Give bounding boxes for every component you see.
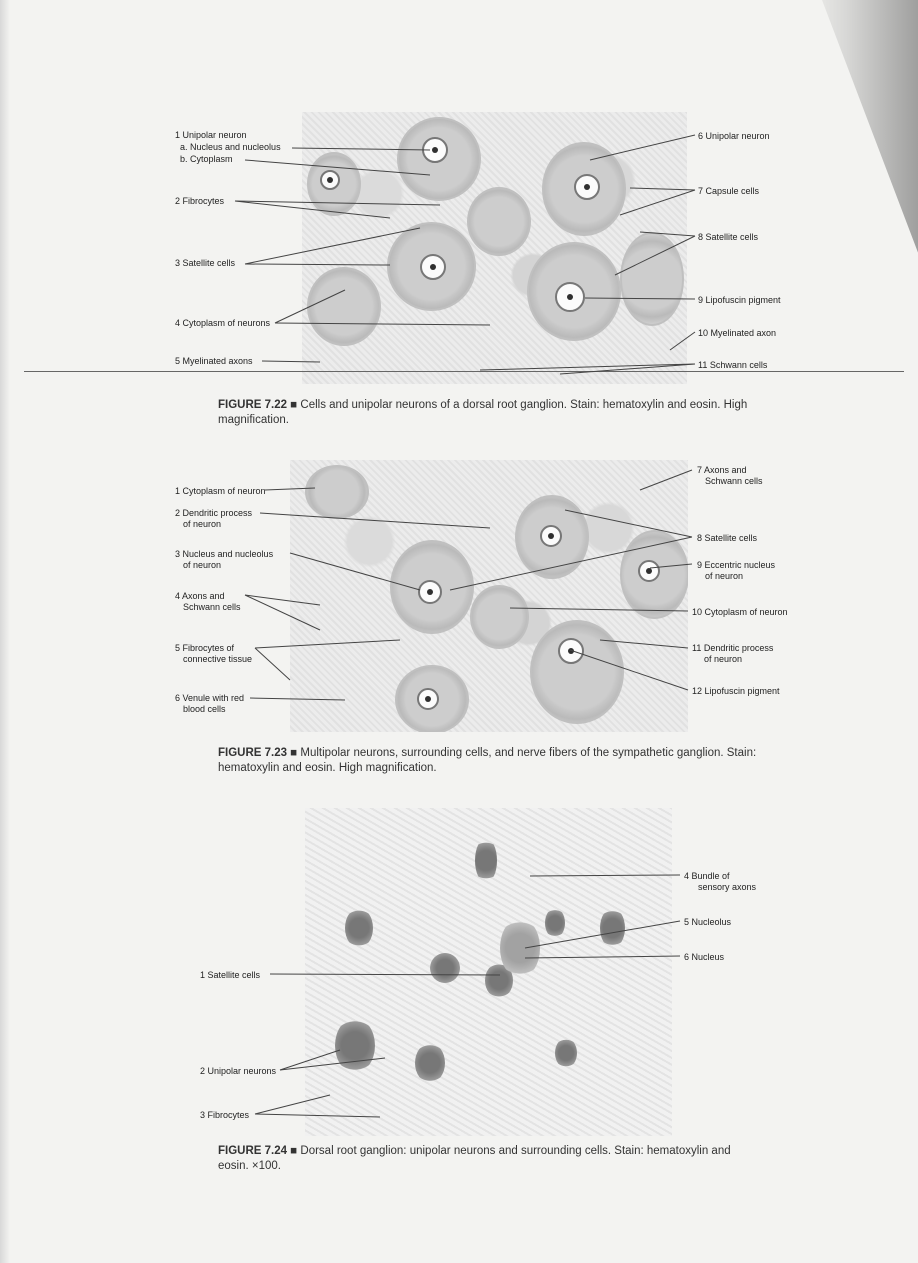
fig24-label-1: 1 Satellite cells [200, 970, 261, 980]
horizontal-rule [24, 371, 904, 372]
fig23-label-7-line1: 7 Axons and [697, 465, 747, 475]
fig22-caption-text: Cells and unipolar neurons of a dorsal r… [218, 399, 748, 426]
fig22-label-7: 7 Capsule cells [698, 186, 760, 196]
figure-7-22-micrograph [302, 112, 687, 384]
fig23-caption-text: Multipolar neurons, surrounding cells, a… [218, 747, 757, 774]
fig22-label-10: 10 Myelinated axon [698, 328, 777, 338]
fig23-label-12-line1: 12 Lipofuscin pigment [692, 686, 780, 696]
fig22-label-8: 8 Satellite cells [698, 232, 759, 242]
fig22-label-1: 1 Unipolar neuron [175, 130, 247, 140]
fig23-label-1-line1: 1 Cytoplasm of neuron [175, 486, 266, 496]
fig22-label-5: 5 Myelinated axons [175, 356, 253, 366]
fig22-label-4: 4 Cytoplasm of neurons [175, 318, 271, 328]
fig22-label-3: 3 Satellite cells [175, 258, 236, 268]
fig24-label-3: 3 Fibrocytes [200, 1110, 250, 1120]
fig23-label-11-line1: 11 Dendritic process [692, 643, 774, 653]
fig23-label-10: 10 Cytoplasm of neuron [692, 607, 788, 618]
fig23-label-3-line1: 3 Nucleus and nucleolus [175, 549, 274, 559]
fig23-label-3-line2: of neuron [183, 560, 222, 570]
fig22-label-1a: a. Nucleus and nucleolus [180, 142, 281, 152]
fig24-label-4-line1: 4 Bundle of [684, 871, 730, 881]
page-edge [0, 0, 10, 1263]
fig23-label-2-line2: of neuron [183, 519, 222, 529]
fig24-caption-text: Dorsal root ganglion: unipolar neurons a… [218, 1145, 731, 1172]
fig24-label-4-line2: sensory axons [698, 882, 757, 892]
figure-7-24-micrograph [305, 808, 672, 1136]
fig23-label-10-line1: 10 Cytoplasm of neuron [692, 607, 788, 617]
fig23-caption: FIGURE 7.23 ■ Multipolar neurons, surrou… [218, 746, 778, 776]
fig24-caption-number: FIGURE 7.24 [218, 1145, 288, 1157]
fig24-label-6-line1: 6 Nucleus [684, 952, 725, 962]
fig24-label-6: 6 Nucleus [684, 952, 724, 963]
fig24-caption-separator: ■ [290, 1145, 298, 1157]
fig23-label-1: 1 Cytoplasm of neuron [175, 486, 266, 497]
fig23-label-9-line2: of neuron [705, 571, 744, 581]
fig23-label-6-line1: 6 Venule with red [175, 693, 245, 703]
fig23-label-11-line2: of neuron [704, 654, 743, 664]
fig22-caption-separator: ■ [290, 399, 298, 411]
fig23-caption-number: FIGURE 7.23 [218, 747, 288, 759]
fig23-label-6-line2: blood cells [183, 704, 226, 714]
figure-7-23-micrograph [290, 460, 688, 732]
fig22-label-11: 11 Schwann cells [698, 360, 768, 370]
fig23-label-4-line1: 4 Axons and [175, 591, 225, 601]
fig22-label-9: 9 Lipofuscin pigment [698, 295, 781, 305]
fig23-label-5-line2: connective tissue [183, 654, 253, 664]
fig23-label-7-line2: Schwann cells [705, 476, 763, 486]
fig24-caption: FIGURE 7.24 ■ Dorsal root ganglion: unip… [218, 1144, 738, 1174]
fig23-label-12: 12 Lipofuscin pigment [692, 686, 780, 697]
fig22-label-2: 2 Fibrocytes [175, 196, 225, 206]
fig23-caption-separator: ■ [290, 747, 298, 759]
fig23-label-2-line1: 2 Dendritic process [175, 508, 253, 518]
fig23-label-8-line1: 8 Satellite cells [697, 533, 758, 543]
fig22-caption-number: FIGURE 7.22 [218, 399, 288, 411]
fig22-caption: FIGURE 7.22 ■ Cells and unipolar neurons… [218, 398, 778, 428]
fig23-label-9-line1: 9 Eccentric nucleus [697, 560, 776, 570]
page-shadow [822, 0, 918, 1263]
fig24-label-2: 2 Unipolar neurons [200, 1066, 277, 1076]
fig23-label-4-line2: Schwann cells [183, 602, 241, 612]
fig22-label-6: 6 Unipolar neuron [698, 131, 770, 141]
fig23-label-5-line1: 5 Fibrocytes of [175, 643, 235, 653]
fig24-label-5-line1: 5 Nucleolus [684, 917, 732, 927]
fig23-label-8: 8 Satellite cells [697, 533, 757, 544]
fig22-label-1b: b. Cytoplasm [180, 154, 233, 164]
fig24-label-5: 5 Nucleolus [684, 917, 731, 928]
